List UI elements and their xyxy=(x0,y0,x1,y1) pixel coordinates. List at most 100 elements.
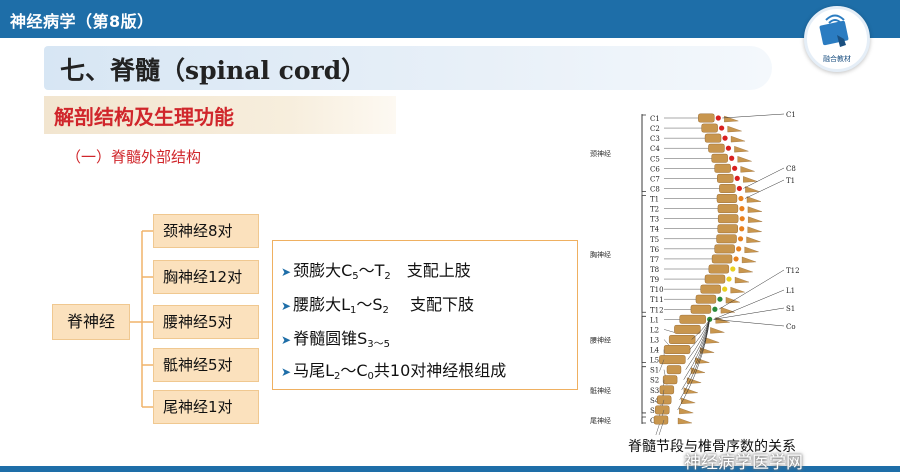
cauda-fibre xyxy=(689,319,710,350)
segment-label: C1 xyxy=(786,111,796,119)
branch-coccygeal: 尾神经1对 xyxy=(153,390,259,424)
vertebra-body xyxy=(708,143,725,153)
label-leader xyxy=(713,289,785,320)
vertebra-label: T4 xyxy=(650,226,660,234)
cord-segment xyxy=(717,296,723,302)
vertebra-body xyxy=(695,294,717,304)
vertebra-label: T6 xyxy=(650,246,660,254)
cord-segment xyxy=(738,195,744,202)
spinous-process xyxy=(681,397,696,405)
cord-segment xyxy=(730,266,736,272)
vertebra-body xyxy=(714,163,731,173)
vertebra-body xyxy=(700,284,721,294)
branch-cervical: 颈神经8对 xyxy=(153,214,259,248)
vertebra-label: C7 xyxy=(650,175,660,183)
vertebra-label: T3 xyxy=(650,216,659,224)
spinous-process xyxy=(734,276,750,284)
vertebra-label: T1 xyxy=(650,196,659,204)
spinous-process xyxy=(679,407,694,415)
spinous-process xyxy=(690,367,706,374)
arrow-icon: ➤ xyxy=(281,265,292,279)
vertebra-body xyxy=(659,385,675,395)
vertebra-label: L5 xyxy=(650,357,659,365)
vertebra-body xyxy=(717,224,738,234)
branch-thoracic: 胸神经12对 xyxy=(153,260,259,294)
vertebra-body xyxy=(708,264,730,274)
vertebra-label: S5 xyxy=(650,407,659,415)
region-bracket xyxy=(641,366,646,414)
vertebra-body xyxy=(717,173,734,183)
spinous-process xyxy=(746,196,762,203)
subtitle-bar: 解剖结构及生理功能 xyxy=(44,96,396,134)
slide-subtitle: 解剖结构及生理功能 xyxy=(54,105,234,129)
cord-segment xyxy=(729,155,735,161)
vertebra-body xyxy=(653,415,669,425)
enlargement-info-box: ➤颈膨大C5～T2 支配上肢 ➤腰膨大L1～S2 支配下肢 ➤脊髓圆锥S3～5 … xyxy=(272,240,578,390)
label-leader xyxy=(713,319,785,327)
vertebra-body xyxy=(668,335,696,344)
spinous-process xyxy=(748,216,763,223)
logo-caption: 融合教材 xyxy=(823,54,851,63)
textbook-logo[interactable]: 融合教材 xyxy=(804,6,870,72)
spinous-process xyxy=(747,226,762,233)
region-label: 骶神经 xyxy=(590,386,611,395)
vertebra-label: T8 xyxy=(650,266,659,274)
info-row: ➤马尾L2～C0共10对神经根组成 xyxy=(281,361,507,382)
slide-title-bar: 七、脊髓（spinal cord） xyxy=(44,46,772,90)
branch-lumbar: 腰神经5对 xyxy=(153,305,259,339)
cord-segment xyxy=(736,246,742,252)
vertebra-body xyxy=(711,254,733,264)
spinous-process xyxy=(730,135,746,143)
spinous-process xyxy=(738,266,753,274)
cord-segment xyxy=(739,226,745,232)
vertebra-body xyxy=(662,375,678,385)
branch-sacral: 骶神经5对 xyxy=(153,348,259,382)
spinous-process xyxy=(705,337,720,344)
vertebra-label: S4 xyxy=(650,397,660,405)
spinous-process xyxy=(727,125,742,133)
cord-segment xyxy=(719,125,725,131)
spinous-process xyxy=(744,246,759,254)
spinous-process xyxy=(734,145,749,153)
spinous-process xyxy=(747,206,762,213)
vertebra-body xyxy=(663,345,691,354)
cord-segment xyxy=(737,236,744,242)
watermark: 神经病学医学网 xyxy=(684,453,803,472)
vertebra-label: C8 xyxy=(650,185,660,193)
region-label: 腰神经 xyxy=(590,335,611,344)
spinous-process xyxy=(730,286,745,294)
label-leader xyxy=(743,167,785,189)
region-label: 胸神经 xyxy=(590,250,611,259)
section-heading: （一）脊髓外部结构 xyxy=(66,148,202,166)
figure-caption: 脊髓节段与椎骨序数的关系 xyxy=(628,439,796,455)
info-row: ➤颈膨大C5～T2 支配上肢 xyxy=(281,261,471,282)
vertebra-label: T2 xyxy=(650,206,659,214)
vertebra-body xyxy=(717,204,739,214)
info-row: ➤脊髓圆锥S3～5 xyxy=(281,329,390,350)
vertebra-label: S3 xyxy=(650,387,659,395)
cauda-fibre xyxy=(691,319,710,340)
spinous-process xyxy=(710,327,725,334)
segment-label: T12 xyxy=(786,267,800,275)
vertebra-label: T9 xyxy=(650,276,659,284)
vertebra-label: C2 xyxy=(650,125,660,133)
vertebra-body xyxy=(704,133,722,143)
vertebra-body xyxy=(704,274,726,284)
segment-label: L1 xyxy=(786,287,795,295)
spinous-process xyxy=(743,176,758,183)
segment-label: T1 xyxy=(786,177,795,185)
vertebra-body xyxy=(679,314,706,324)
spinal-nerve-root: 脊神经 xyxy=(52,304,130,340)
region-bracket xyxy=(641,114,646,192)
vertebra-label: C3 xyxy=(650,135,660,143)
vertebra-label: L1 xyxy=(650,316,659,324)
footer-bar xyxy=(0,466,900,472)
vertebra-body xyxy=(674,324,701,334)
spinal-segment-figure: 颈神经胸神经腰神经骶神经尾神经C1C2C3C4C5C6C7C8T1T2T3T4T… xyxy=(590,111,800,435)
spinous-process xyxy=(683,387,698,394)
cord-segment xyxy=(712,306,718,312)
vertebra-body xyxy=(659,355,686,365)
cord-segment xyxy=(722,286,728,292)
vertebra-body xyxy=(717,214,739,224)
nerve-root xyxy=(658,419,665,435)
